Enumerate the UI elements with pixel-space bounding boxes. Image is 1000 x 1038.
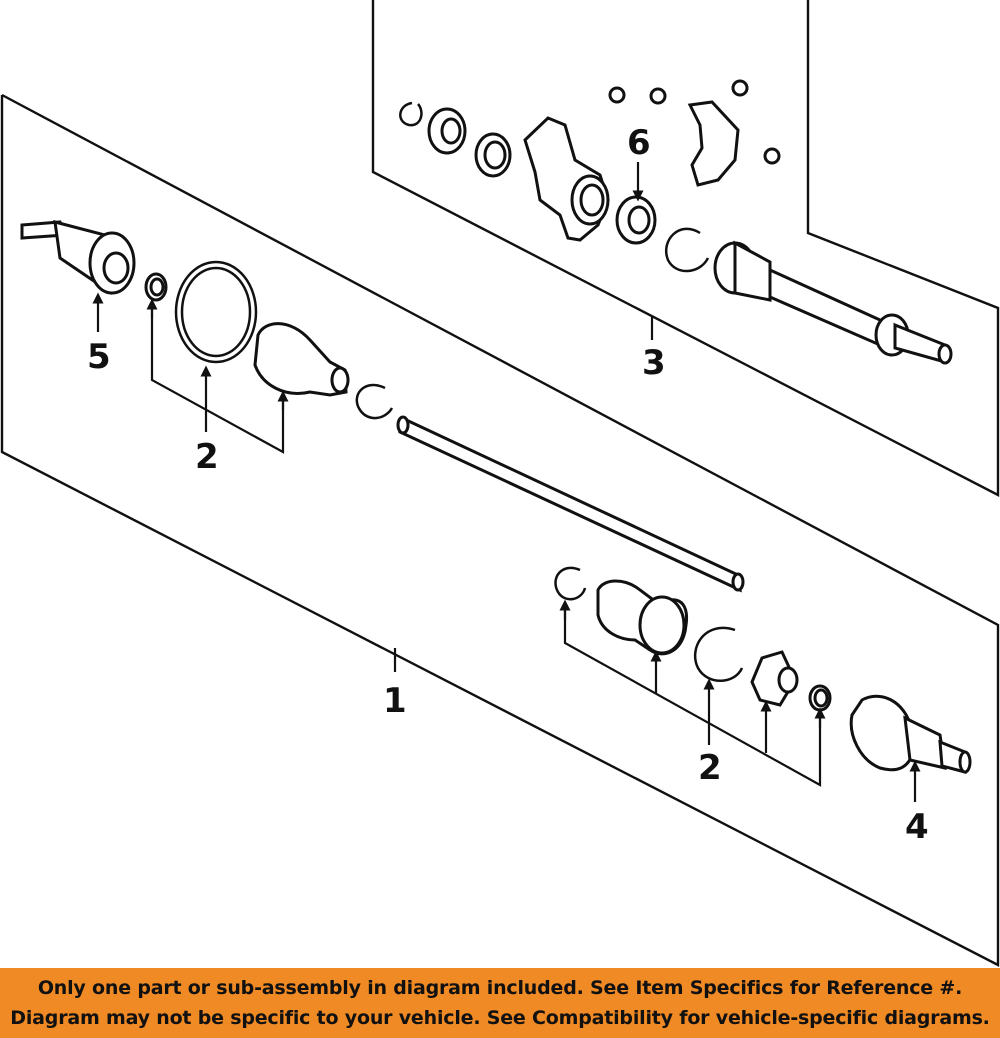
callout-4: 4 — [905, 807, 929, 847]
notice-line-1: Only one part or sub-assembly in diagram… — [37, 977, 963, 999]
callout-6: 6 — [627, 123, 651, 163]
notice-banner: Only one part or sub-assembly in diagram… — [0, 968, 1000, 1038]
callout-1: 1 — [383, 681, 407, 721]
notice-line-2: Diagram may not be specific to your vehi… — [10, 1007, 990, 1029]
upper-parts — [399, 79, 953, 365]
callout-2-upper: 2 — [195, 437, 219, 477]
callout-2-lower: 2 — [698, 748, 722, 788]
leader-lines — [92, 162, 921, 802]
assembly-1-frame — [0, 93, 1000, 967]
callout-5: 5 — [87, 337, 111, 377]
assembly-3-frame — [371, 0, 1000, 497]
lower-parts — [20, 219, 972, 774]
callout-3: 3 — [642, 343, 666, 383]
parts-diagram: 1 2 2 3 4 5 6 — [0, 0, 1000, 967]
